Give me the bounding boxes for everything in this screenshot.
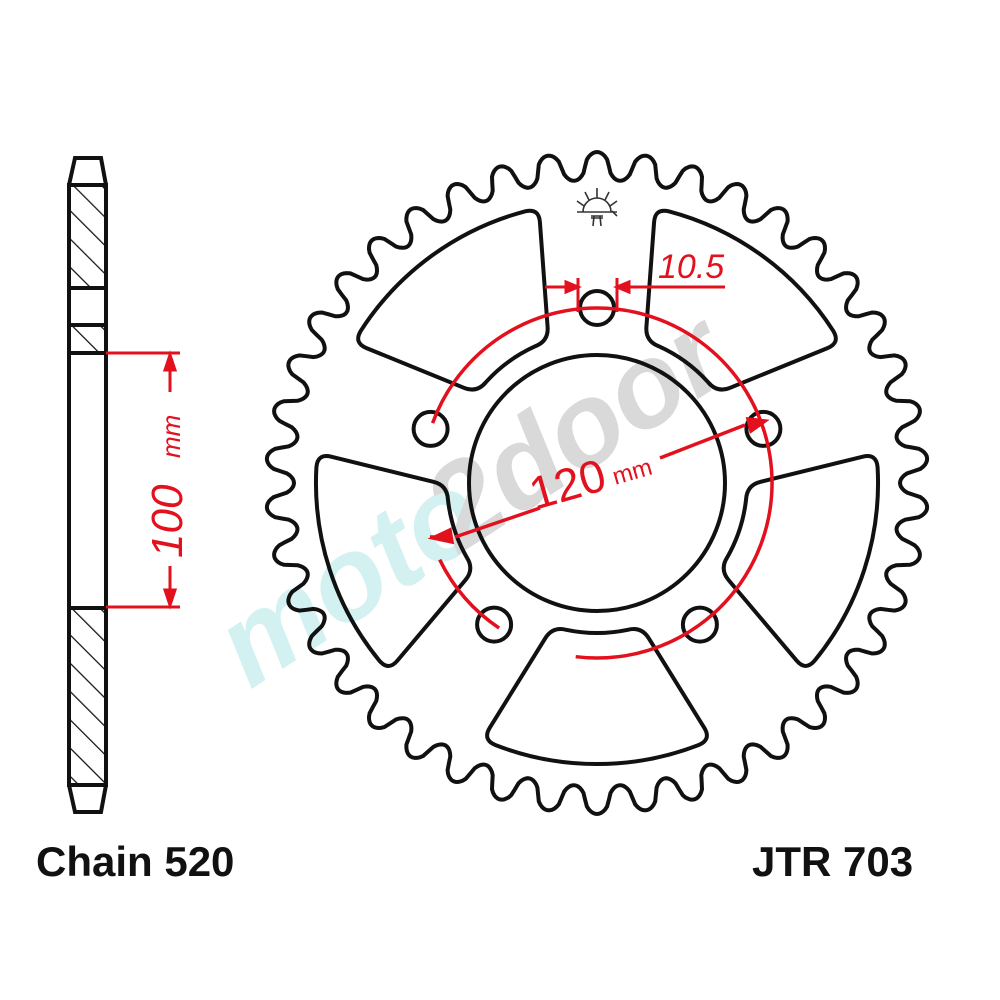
center-offset-label: 100 mm [143,415,192,558]
bolt-hole [475,605,514,644]
cutout [356,208,550,392]
side-profile [67,156,108,814]
bolt-hole [680,605,719,644]
sun-logo-icon [576,188,618,227]
bolt-hole [744,409,783,448]
cutout [313,454,473,668]
center-hole [467,353,727,613]
center-offset-dimension [106,350,180,610]
bolt-hole [411,409,450,448]
watermark-2door: 2door [400,283,754,577]
cutout [485,627,709,766]
bolt-hole-dimension [545,278,725,312]
sprocket-teeth-outline [264,149,930,817]
cutout [644,208,838,392]
part-number-title: JTR 703 [752,838,914,885]
cutout [721,454,881,668]
bolt-circle-dimension [427,306,774,660]
bolt-hole-label: 10.5 [658,248,724,286]
svg-text:100: 100 [143,484,192,558]
chain-label: Chain 520 [36,838,235,885]
svg-text:mm: mm [156,415,186,458]
lightening-cutouts [313,208,881,766]
